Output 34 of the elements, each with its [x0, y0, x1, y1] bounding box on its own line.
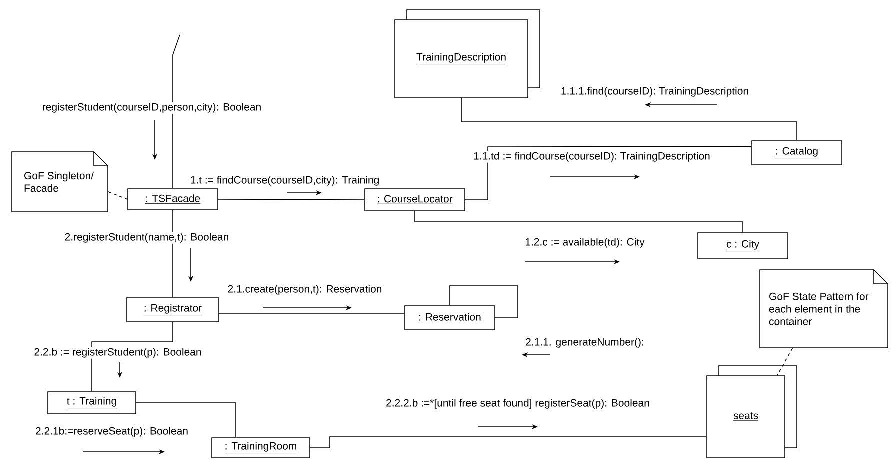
object-box: : Registrator [126, 298, 220, 322]
connector [136, 402, 236, 438]
edge-label: 2.registerStudent(name,t): Boolean [64, 232, 230, 244]
edge-label: 2.2.2.b :=*[until free seat found] registerSeat(p): Boolean [385, 398, 651, 410]
object-box: : Reservation [404, 306, 496, 330]
edge-label: 2.2.1b:=reserveSeat(p): Boolean [34, 426, 190, 438]
edge-label: 2.2.b := registerStudent(p): Boolean [33, 347, 203, 359]
edge-label: 1.1.td := findCourse(courseID): TrainingDescription [472, 151, 712, 163]
leader-line [108, 192, 128, 200]
connector [310, 436, 707, 448]
connector [172, 34, 180, 189]
edge-label: 1.1.1.find(courseID): TrainingDescription [560, 86, 750, 98]
multi-object-box: seats [706, 366, 798, 458]
connector [450, 286, 518, 318]
object-box: t : Training [48, 392, 136, 414]
connector [461, 98, 798, 141]
connector [465, 146, 752, 200]
object-box: : TSFacade [128, 188, 218, 210]
note: GoF Singleton/ Facade [12, 152, 108, 212]
note: GoF State Pattern for each element in the container [760, 270, 888, 348]
object-box: : TrainingRoom [212, 438, 310, 458]
edge-label: 2.1.create(person,t): Reservation [226, 284, 384, 296]
leader-line [777, 348, 793, 376]
connector [414, 211, 744, 233]
edge-label: 1.t := findCourse(courseID,city): Training [189, 175, 381, 187]
edge-label: registerStudent(courseID,person,city): Boolean [41, 102, 263, 114]
connector [92, 322, 174, 392]
connector [218, 199, 365, 200]
edge-label: 1.2.c := available(td): City [524, 237, 646, 249]
object-box: : CourseLocator [364, 188, 466, 212]
multi-object-box: TrainingDescription [394, 10, 540, 98]
object-box: : Catalog [752, 140, 842, 166]
object-box: c : City [698, 232, 788, 260]
edge-label: 2.1.1. generateNumber(): [524, 337, 646, 349]
